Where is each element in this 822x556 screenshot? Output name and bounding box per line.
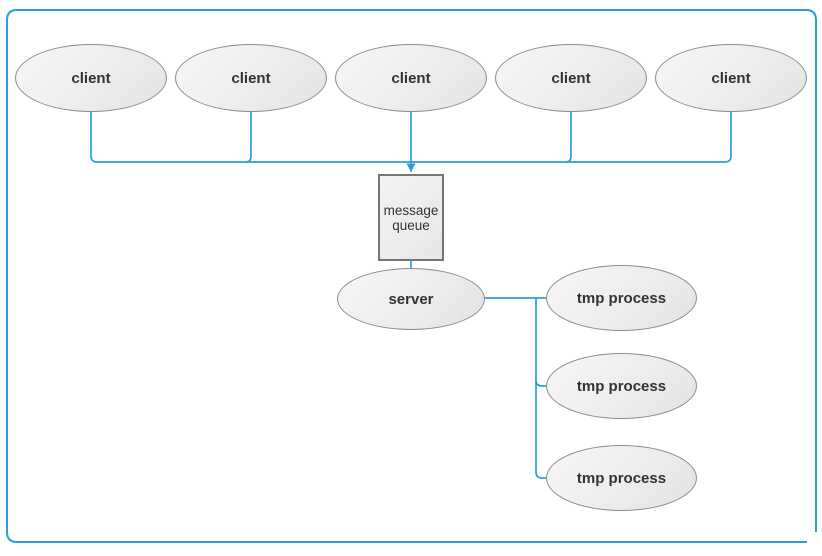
node-tmp-process-3: tmp process xyxy=(546,445,697,511)
diagram-frame-border xyxy=(6,9,817,543)
server-trunk-connector xyxy=(535,298,546,479)
node-label: client xyxy=(71,69,111,87)
node-label: client xyxy=(231,69,271,87)
node-label: tmp process xyxy=(576,469,667,487)
node-label: tmp process xyxy=(576,289,667,307)
node-client-5: client xyxy=(655,44,807,112)
tmp2-branch-connector xyxy=(535,379,546,387)
node-client-2: client xyxy=(175,44,327,112)
node-server: server xyxy=(337,268,485,330)
node-label: server xyxy=(388,290,434,308)
node-client-3: client xyxy=(335,44,487,112)
node-tmp-process-1: tmp process xyxy=(546,265,697,331)
client4-drop-connector xyxy=(565,112,572,163)
node-message-queue: message queue xyxy=(378,174,444,261)
queue-arrowhead-icon xyxy=(406,163,416,172)
node-label: tmp process xyxy=(576,377,667,395)
node-label: client xyxy=(551,69,591,87)
node-client-4: client xyxy=(495,44,647,112)
node-tmp-process-2: tmp process xyxy=(546,353,697,419)
node-label: message queue xyxy=(383,202,439,233)
node-label: client xyxy=(711,69,751,87)
node-client-1: client xyxy=(15,44,167,112)
node-label: client xyxy=(391,69,431,87)
client2-drop-connector xyxy=(245,112,252,163)
